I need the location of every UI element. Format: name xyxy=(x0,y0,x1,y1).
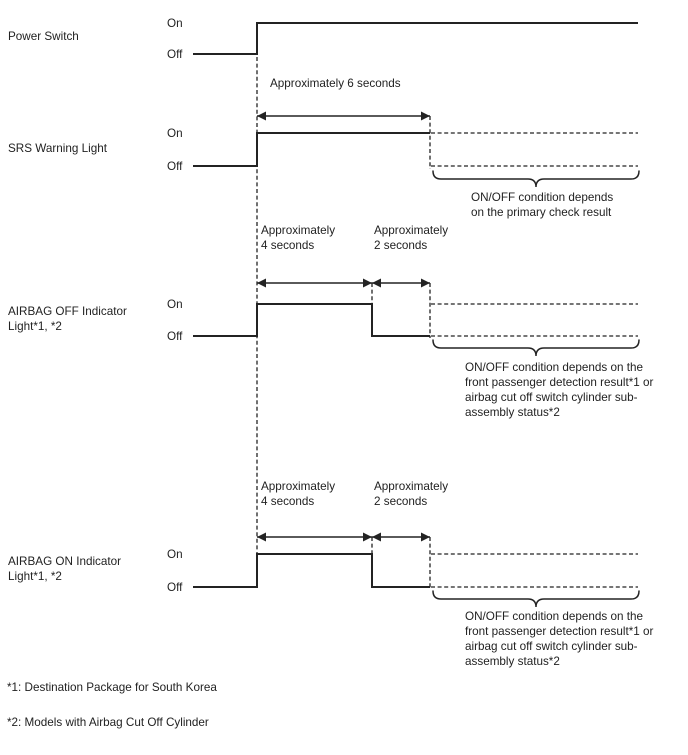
srs-condition-note-line1: ON/OFF condition depends xyxy=(471,191,614,204)
airbag-on-on-label: On xyxy=(167,548,183,561)
airbag-off-indicator-label: AIRBAG OFF Indicator Light*1, *2 xyxy=(8,304,127,334)
srs-warning-light-trace xyxy=(193,132,430,167)
airbag-on-condition-note: ON/OFF condition depends on the front pa… xyxy=(465,609,653,669)
two-seconds-text: 2 seconds xyxy=(374,239,428,252)
airbag-off-on-label: On xyxy=(167,298,183,311)
footnote-2: *2: Models with Airbag Cut Off Cylinder xyxy=(7,716,209,729)
srs-on-label: On xyxy=(167,127,183,140)
airbag-off-condition-note-line1: ON/OFF condition depends on the xyxy=(465,361,644,374)
four-seconds-text: 4 seconds xyxy=(261,495,315,508)
airbag-off-condition-brace xyxy=(432,339,640,357)
power-switch-label: Power Switch xyxy=(8,30,79,43)
srs-warning-light-label: SRS Warning Light xyxy=(8,142,107,155)
two-seconds-text: 2 seconds xyxy=(374,495,428,508)
airbag-off-two-seconds-annotation: Approximately 2 seconds xyxy=(374,223,448,253)
airbag-on-indicator-trace xyxy=(193,553,430,588)
airbag-off-condition-note: ON/OFF condition depends on the front pa… xyxy=(465,360,653,420)
airbag-off-indicator-label-line1: AIRBAG OFF Indicator xyxy=(8,305,127,318)
power-switch-off-label: Off xyxy=(167,48,183,61)
airbag-off-condition-note-line4: assembly status*2 xyxy=(465,406,560,419)
srs-condition-brace xyxy=(432,170,640,188)
airbag-on-indicator-label: AIRBAG ON Indicator Light*1, *2 xyxy=(8,554,121,584)
four-seconds-text: 4 seconds xyxy=(261,239,315,252)
airbag-off-condition-note-line3: airbag cut off switch cylinder sub- xyxy=(465,391,638,404)
dashed-guide-lines xyxy=(256,57,638,589)
airbag-off-four-seconds-annotation: Approximately 4 seconds xyxy=(261,223,335,253)
footnote-1: *1: Destination Package for South Korea xyxy=(7,681,217,694)
approximately-text: Approximately xyxy=(261,480,336,493)
duration-arrows xyxy=(257,111,430,542)
airbag-on-four-seconds-annotation: Approximately 4 seconds xyxy=(261,479,335,509)
airbag-off-condition-note-line2: front passenger detection result*1 or xyxy=(465,376,654,389)
srs-condition-note: ON/OFF condition depends on the primary … xyxy=(471,190,613,220)
signal-traces xyxy=(193,22,638,588)
airbag-on-condition-note-line1: ON/OFF condition depends on the xyxy=(465,610,644,623)
airbag-off-indicator-label-line2: Light*1, *2 xyxy=(8,320,62,333)
approximately-text: Approximately xyxy=(374,480,449,493)
airbag-off-indicator-trace xyxy=(193,303,430,337)
airbag-off-off-label: Off xyxy=(167,330,183,343)
airbag-on-condition-brace xyxy=(432,590,640,608)
airbag-on-condition-note-line2: front passenger detection result*1 or xyxy=(465,625,654,638)
airbag-on-two-seconds-annotation: Approximately 2 seconds xyxy=(374,479,448,509)
power-switch-on-label: On xyxy=(167,17,183,30)
airbag-on-condition-note-line4: assembly status*2 xyxy=(465,655,560,668)
approximately-text: Approximately xyxy=(374,224,449,237)
srs-off-label: Off xyxy=(167,160,183,173)
power-switch-trace xyxy=(193,22,638,55)
six-seconds-annotation: Approximately 6 seconds xyxy=(270,77,401,90)
airbag-on-indicator-label-line1: AIRBAG ON Indicator xyxy=(8,555,122,568)
airbag-on-condition-note-line3: airbag cut off switch cylinder sub- xyxy=(465,640,638,653)
approximately-text: Approximately xyxy=(261,224,336,237)
srs-condition-note-line2: on the primary check result xyxy=(471,206,612,219)
airbag-on-off-label: Off xyxy=(167,581,183,594)
airbag-on-indicator-label-line2: Light*1, *2 xyxy=(8,570,62,583)
condition-braces xyxy=(432,170,640,608)
